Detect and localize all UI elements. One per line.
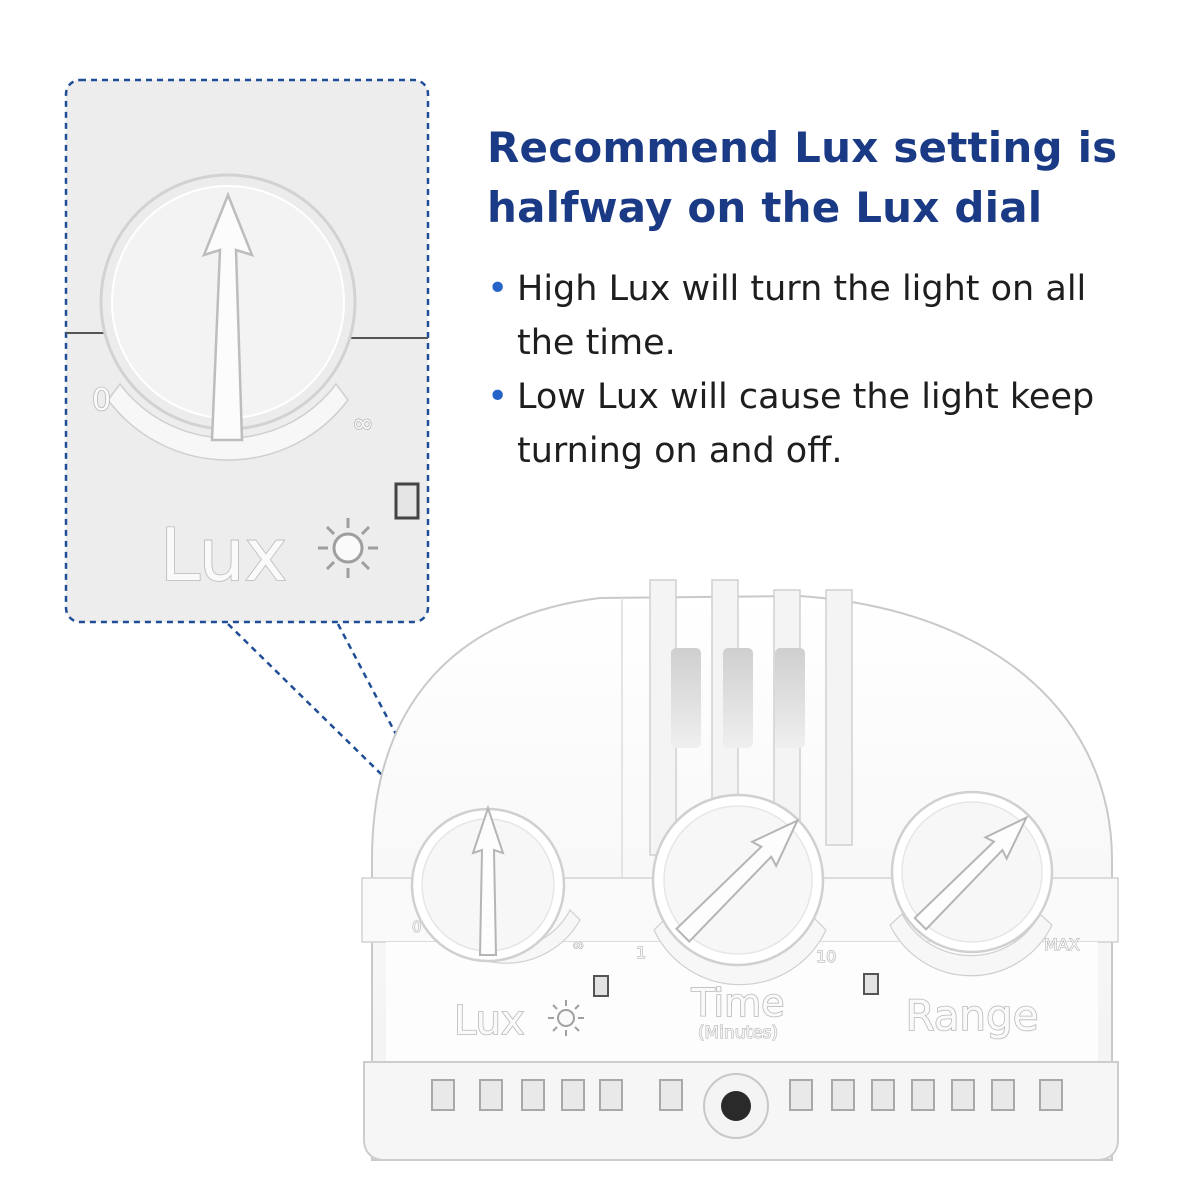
time-indicator-led: [863, 973, 879, 995]
lux-dial[interactable]: 0 ∞ Lux: [410, 804, 609, 1045]
time-dial-max-mark: 10: [816, 947, 836, 966]
lux-dial-min-mark: 0: [412, 918, 422, 936]
time-dial-label: Time: [691, 981, 785, 1025]
range-dial-pointer: [913, 815, 1029, 931]
lux-dial-max-mark: ∞: [572, 936, 585, 954]
range-dial-max-mark: MAX: [1044, 935, 1080, 954]
dial-pointer-arrow: [201, 191, 255, 442]
sun-icon: [548, 1000, 584, 1036]
tip-text: High Lux will turn the light on all the …: [517, 269, 1087, 363]
bottom-slots: [431, 1079, 1063, 1111]
bullet-icon: •: [487, 376, 509, 417]
time-dial-sublabel: (Minutes): [698, 1023, 778, 1043]
motion-sensor-device: 0 ∞ Lux 1 10 Time (Minutes): [361, 579, 1119, 1161]
lux-dial-label: Lux: [454, 998, 525, 1044]
lux-label-large: Lux: [160, 513, 287, 597]
headline: Recommend Lux setting is halfway on the …: [487, 123, 1118, 232]
tips-list: •High Lux will turn the light on all the…: [487, 262, 1127, 478]
time-dial-min-mark: 1: [636, 943, 646, 962]
time-dial[interactable]: 1 10 Time (Minutes): [636, 793, 879, 1044]
lux-max-mark: ∞: [352, 409, 374, 439]
tip-text: Low Lux will cause the light keep turnin…: [517, 377, 1095, 471]
time-dial-pointer: [675, 818, 800, 943]
lux-indicator-led: [593, 975, 609, 997]
bullet-icon: •: [487, 268, 509, 309]
mounting-screw: [703, 1073, 769, 1139]
tip-item: •Low Lux will cause the light keep turni…: [487, 370, 1127, 478]
zoom-callout: 0 ∞ Lux: [64, 78, 442, 823]
indicator-led: [394, 482, 420, 520]
sun-icon: [318, 518, 378, 578]
lux-dial-pointer: [471, 804, 505, 956]
tip-item: •High Lux will turn the light on all the…: [487, 262, 1127, 370]
callout-leader-line: [336, 623, 442, 819]
range-dial[interactable]: MAX Range: [889, 790, 1080, 1041]
range-dial-label: Range: [905, 991, 1038, 1040]
lux-min-mark: 0: [92, 383, 111, 418]
